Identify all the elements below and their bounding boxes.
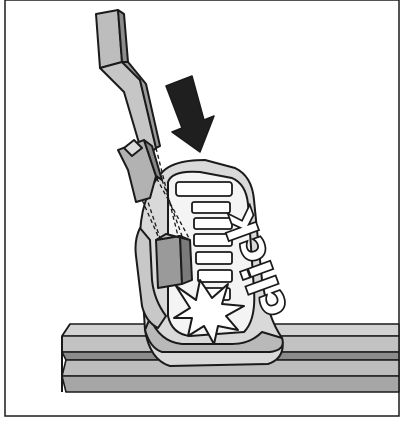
insert-block xyxy=(155,233,193,289)
slot-2 xyxy=(193,217,233,230)
slot-5 xyxy=(197,269,233,283)
rail xyxy=(61,323,400,393)
clip-part xyxy=(95,9,163,203)
rail-bottom-lip xyxy=(61,375,400,393)
mount-left-arm xyxy=(134,227,167,329)
guide-lines xyxy=(127,147,191,241)
slot-1 xyxy=(191,201,231,214)
clip-hook-shadow xyxy=(143,139,163,181)
clip-arm-inner xyxy=(121,61,161,149)
frame-border xyxy=(4,0,400,417)
mount-base xyxy=(144,317,284,353)
starburst-icon xyxy=(173,279,245,345)
clip-tab xyxy=(123,139,143,157)
insert-block-side xyxy=(179,235,193,285)
arrow-down-icon xyxy=(165,75,215,153)
slot-4 xyxy=(195,251,233,265)
slot-top xyxy=(175,181,233,197)
insert-block-front xyxy=(155,235,183,289)
slot-3 xyxy=(193,233,233,247)
